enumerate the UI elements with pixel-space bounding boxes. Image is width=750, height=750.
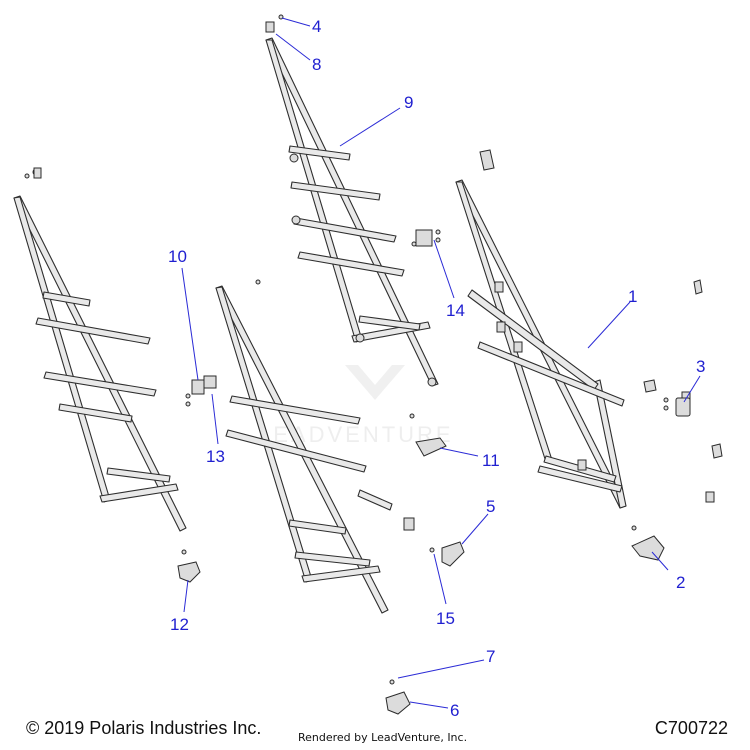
right-net-frame	[455, 149, 627, 509]
callout-13: 13	[206, 447, 225, 466]
callout-5: 5	[486, 497, 495, 516]
part-6-bracket	[385, 691, 411, 715]
callout-labels: 1 2 3 4 5 6 7 8 9 10 11 12 13 14 15	[168, 17, 705, 720]
copyright-text: © 2019 Polaris Industries Inc.	[26, 718, 262, 738]
top-net-frame	[265, 14, 439, 387]
part-12-bracket	[177, 561, 201, 583]
left-net-frame	[13, 167, 187, 532]
part-10-hinge	[191, 379, 205, 395]
callout-2: 2	[676, 573, 685, 592]
center-net-frame	[215, 279, 393, 614]
callout-6: 6	[450, 701, 459, 720]
callout-11: 11	[482, 451, 500, 470]
rendered-by-text: Rendered by LeadVenture, Inc.	[298, 731, 468, 744]
loose-parts	[403, 229, 723, 531]
callout-15: 15	[436, 609, 455, 628]
part-5-bracket	[441, 541, 465, 567]
part-11-latch	[415, 437, 447, 457]
callout-12: 12	[170, 615, 189, 634]
leader-lines	[181, 17, 701, 709]
hinge-parts	[177, 375, 691, 715]
callout-4: 4	[312, 17, 321, 36]
callout-7: 7	[486, 647, 495, 666]
callout-1: 1	[628, 287, 637, 306]
part-3-latch	[675, 397, 691, 417]
callout-14: 14	[446, 301, 465, 320]
part-2-hinge	[631, 535, 665, 561]
callout-3: 3	[696, 357, 705, 376]
callout-9: 9	[404, 93, 413, 112]
callout-8: 8	[312, 55, 321, 74]
callout-10: 10	[168, 247, 187, 266]
drawing-id: C700722	[654, 718, 728, 738]
